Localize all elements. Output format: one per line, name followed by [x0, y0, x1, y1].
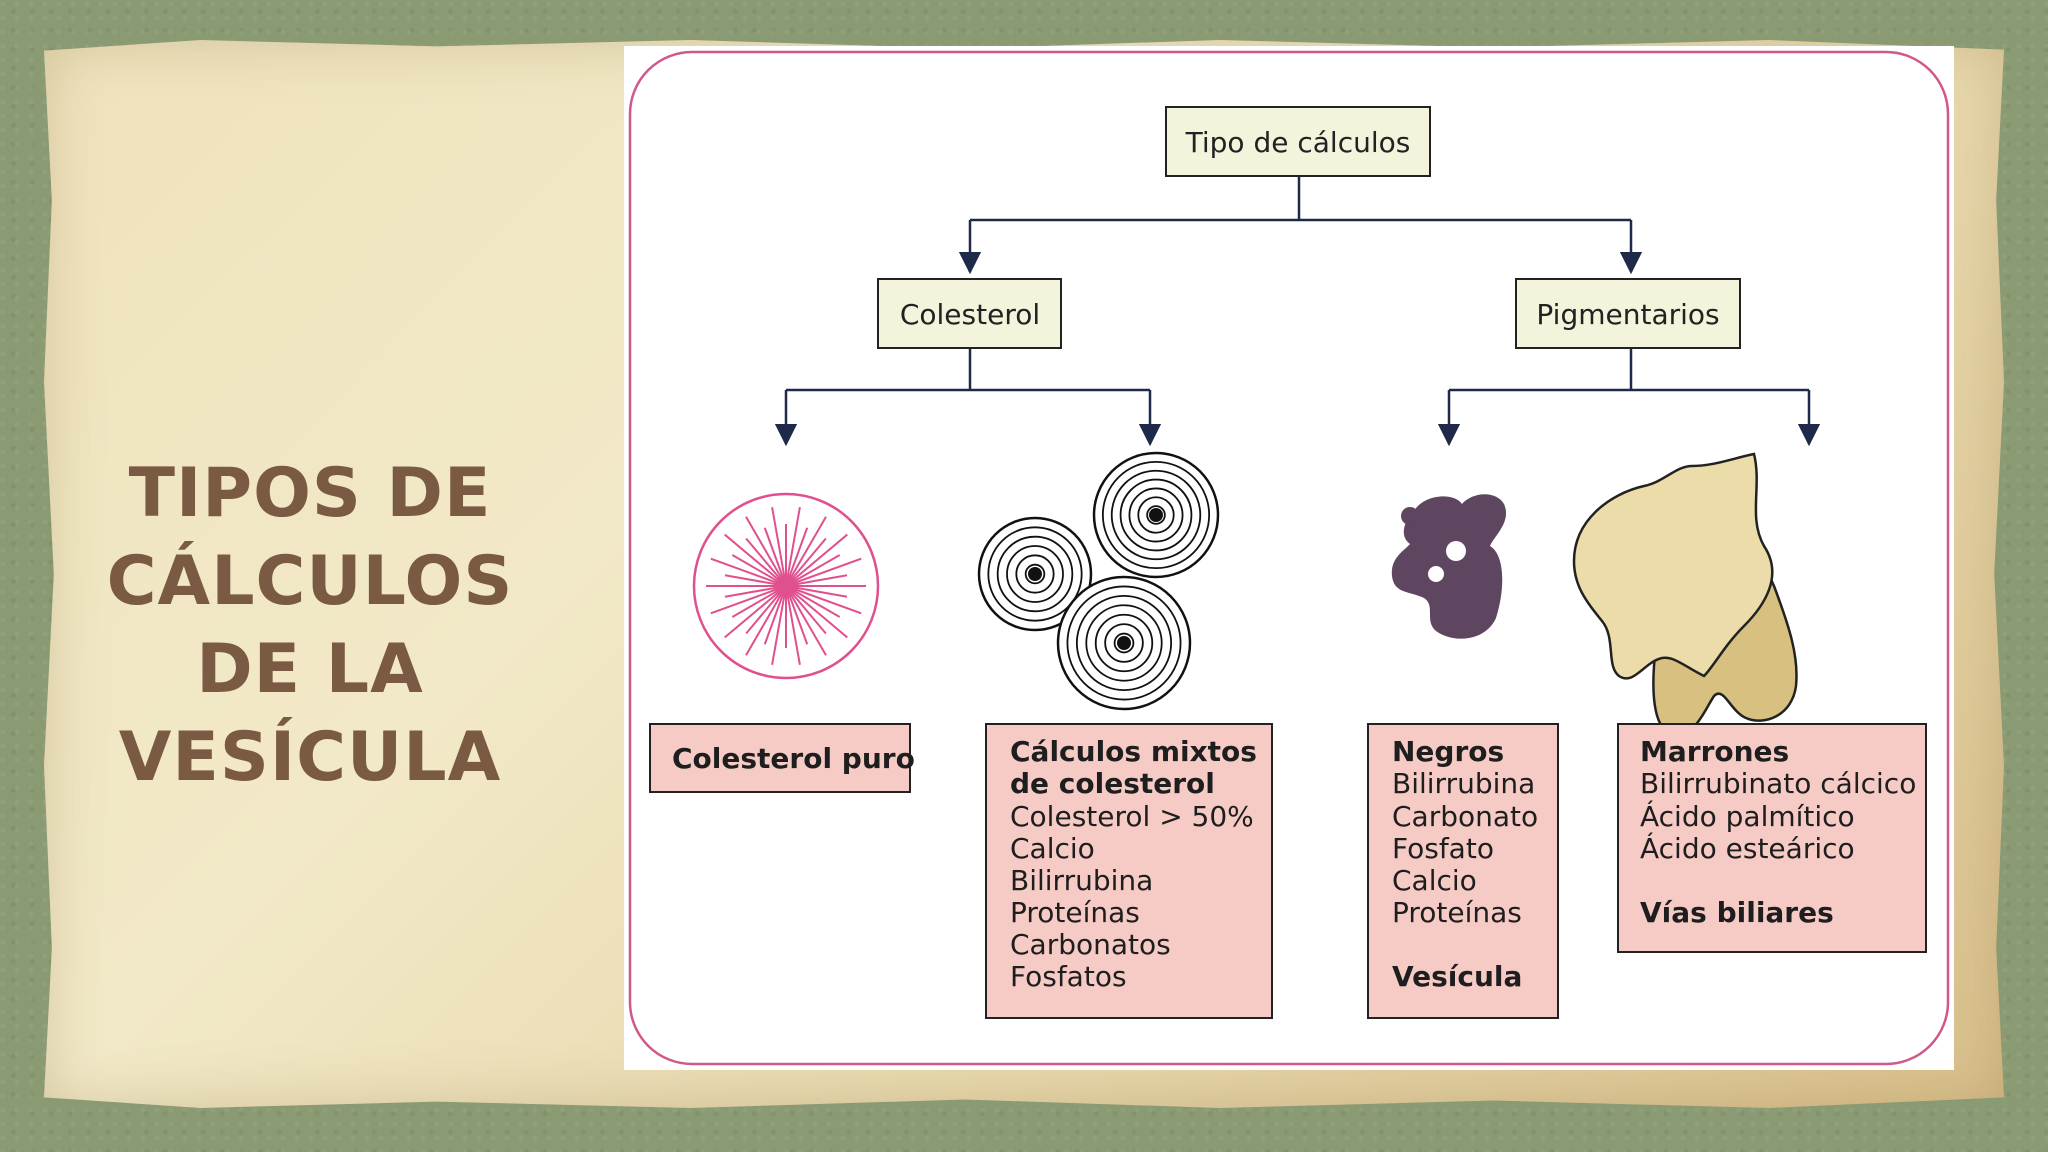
leaf-negros-item-4: Calcio: [1392, 864, 1477, 897]
node-root-label: Tipo de cálculos: [1185, 126, 1411, 159]
title-line-1: TIPOS DE: [128, 453, 492, 533]
leaf-mixtos-item-5: Carbonatos: [1010, 928, 1171, 961]
node-colesterol-label: Colesterol: [900, 298, 1040, 331]
leaf-negros-footer: Vesícula: [1392, 960, 1522, 993]
node-pigmentarios: Pigmentarios: [1515, 278, 1741, 349]
node-colesterol: Colesterol: [877, 278, 1062, 349]
leaf-negros-item-3: Fosfato: [1392, 832, 1494, 865]
title-line-3: DE LA: [196, 629, 424, 709]
leaf-negros: Negros Bilirrubina Carbonato Fosfato Cal…: [1367, 723, 1559, 1019]
leaf-mixtos-heading-1: Cálculos mixtos: [1010, 735, 1257, 768]
slide-title: TIPOS DE CÁLCULOS DE LA VESÍCULA: [90, 450, 530, 802]
connectors: [774, 176, 1821, 447]
leaf-marrones: Marrones Bilirrubinato cálcico Ácido pal…: [1617, 723, 1927, 953]
leaf-marrones-item-2: Ácido palmítico: [1640, 799, 1855, 833]
leaf-marrones-heading: Marrones: [1640, 735, 1789, 768]
title-line-2: CÁLCULOS: [106, 541, 514, 621]
leaf-mixtos-item-2: Calcio: [1010, 832, 1095, 865]
leaf-marrones-item-3: Ácido esteárico: [1640, 831, 1855, 865]
mixed-cholesterol-stones-illustration: [977, 451, 1220, 711]
leaf-mixtos-item-6: Fosfatos: [1010, 960, 1127, 993]
leaf-marrones-item-1: Bilirrubinato cálcico: [1640, 767, 1916, 800]
frame-border: [628, 50, 1950, 1066]
diagram-frame: Tipo de cálculos Colesterol Pigmentarios: [624, 46, 1954, 1070]
leaf-colesterol-puro: Colesterol puro: [649, 723, 915, 793]
leaf-mixtos-item-1: Colesterol > 50%: [1010, 800, 1254, 833]
brown-pigment-stone-illustration: [1572, 452, 1798, 736]
black-pigment-stone-illustration: [1391, 494, 1507, 639]
leaf-puro-heading: Colesterol puro: [672, 742, 915, 775]
leaf-mixtos-item-4: Proteínas: [1010, 896, 1140, 929]
leaf-mixtos-item-3: Bilirrubina: [1010, 864, 1153, 897]
leaf-negros-heading: Negros: [1392, 735, 1504, 768]
leaf-calculos-mixtos: Cálculos mixtos de colesterol Colesterol…: [985, 723, 1273, 1019]
leaf-negros-item-5: Proteínas: [1392, 896, 1522, 929]
leaf-marrones-footer: Vías biliares: [1640, 896, 1834, 929]
connector-pigmentarios: [1449, 348, 1809, 392]
gallstone-classification-diagram: Tipo de cálculos Colesterol Pigmentarios: [628, 50, 1950, 1066]
leaf-negros-item-2: Carbonato: [1392, 800, 1538, 833]
connector-root: [970, 176, 1631, 222]
connector-colesterol: [786, 348, 1150, 392]
leaf-negros-item-1: Bilirrubina: [1392, 767, 1535, 800]
node-pigmentarios-label: Pigmentarios: [1536, 298, 1719, 331]
title-line-4: VESÍCULA: [118, 717, 502, 797]
node-root: Tipo de cálculos: [1165, 106, 1431, 177]
pure-cholesterol-stone-illustration: [692, 492, 880, 680]
leaf-mixtos-heading-2: de colesterol: [1010, 767, 1215, 800]
